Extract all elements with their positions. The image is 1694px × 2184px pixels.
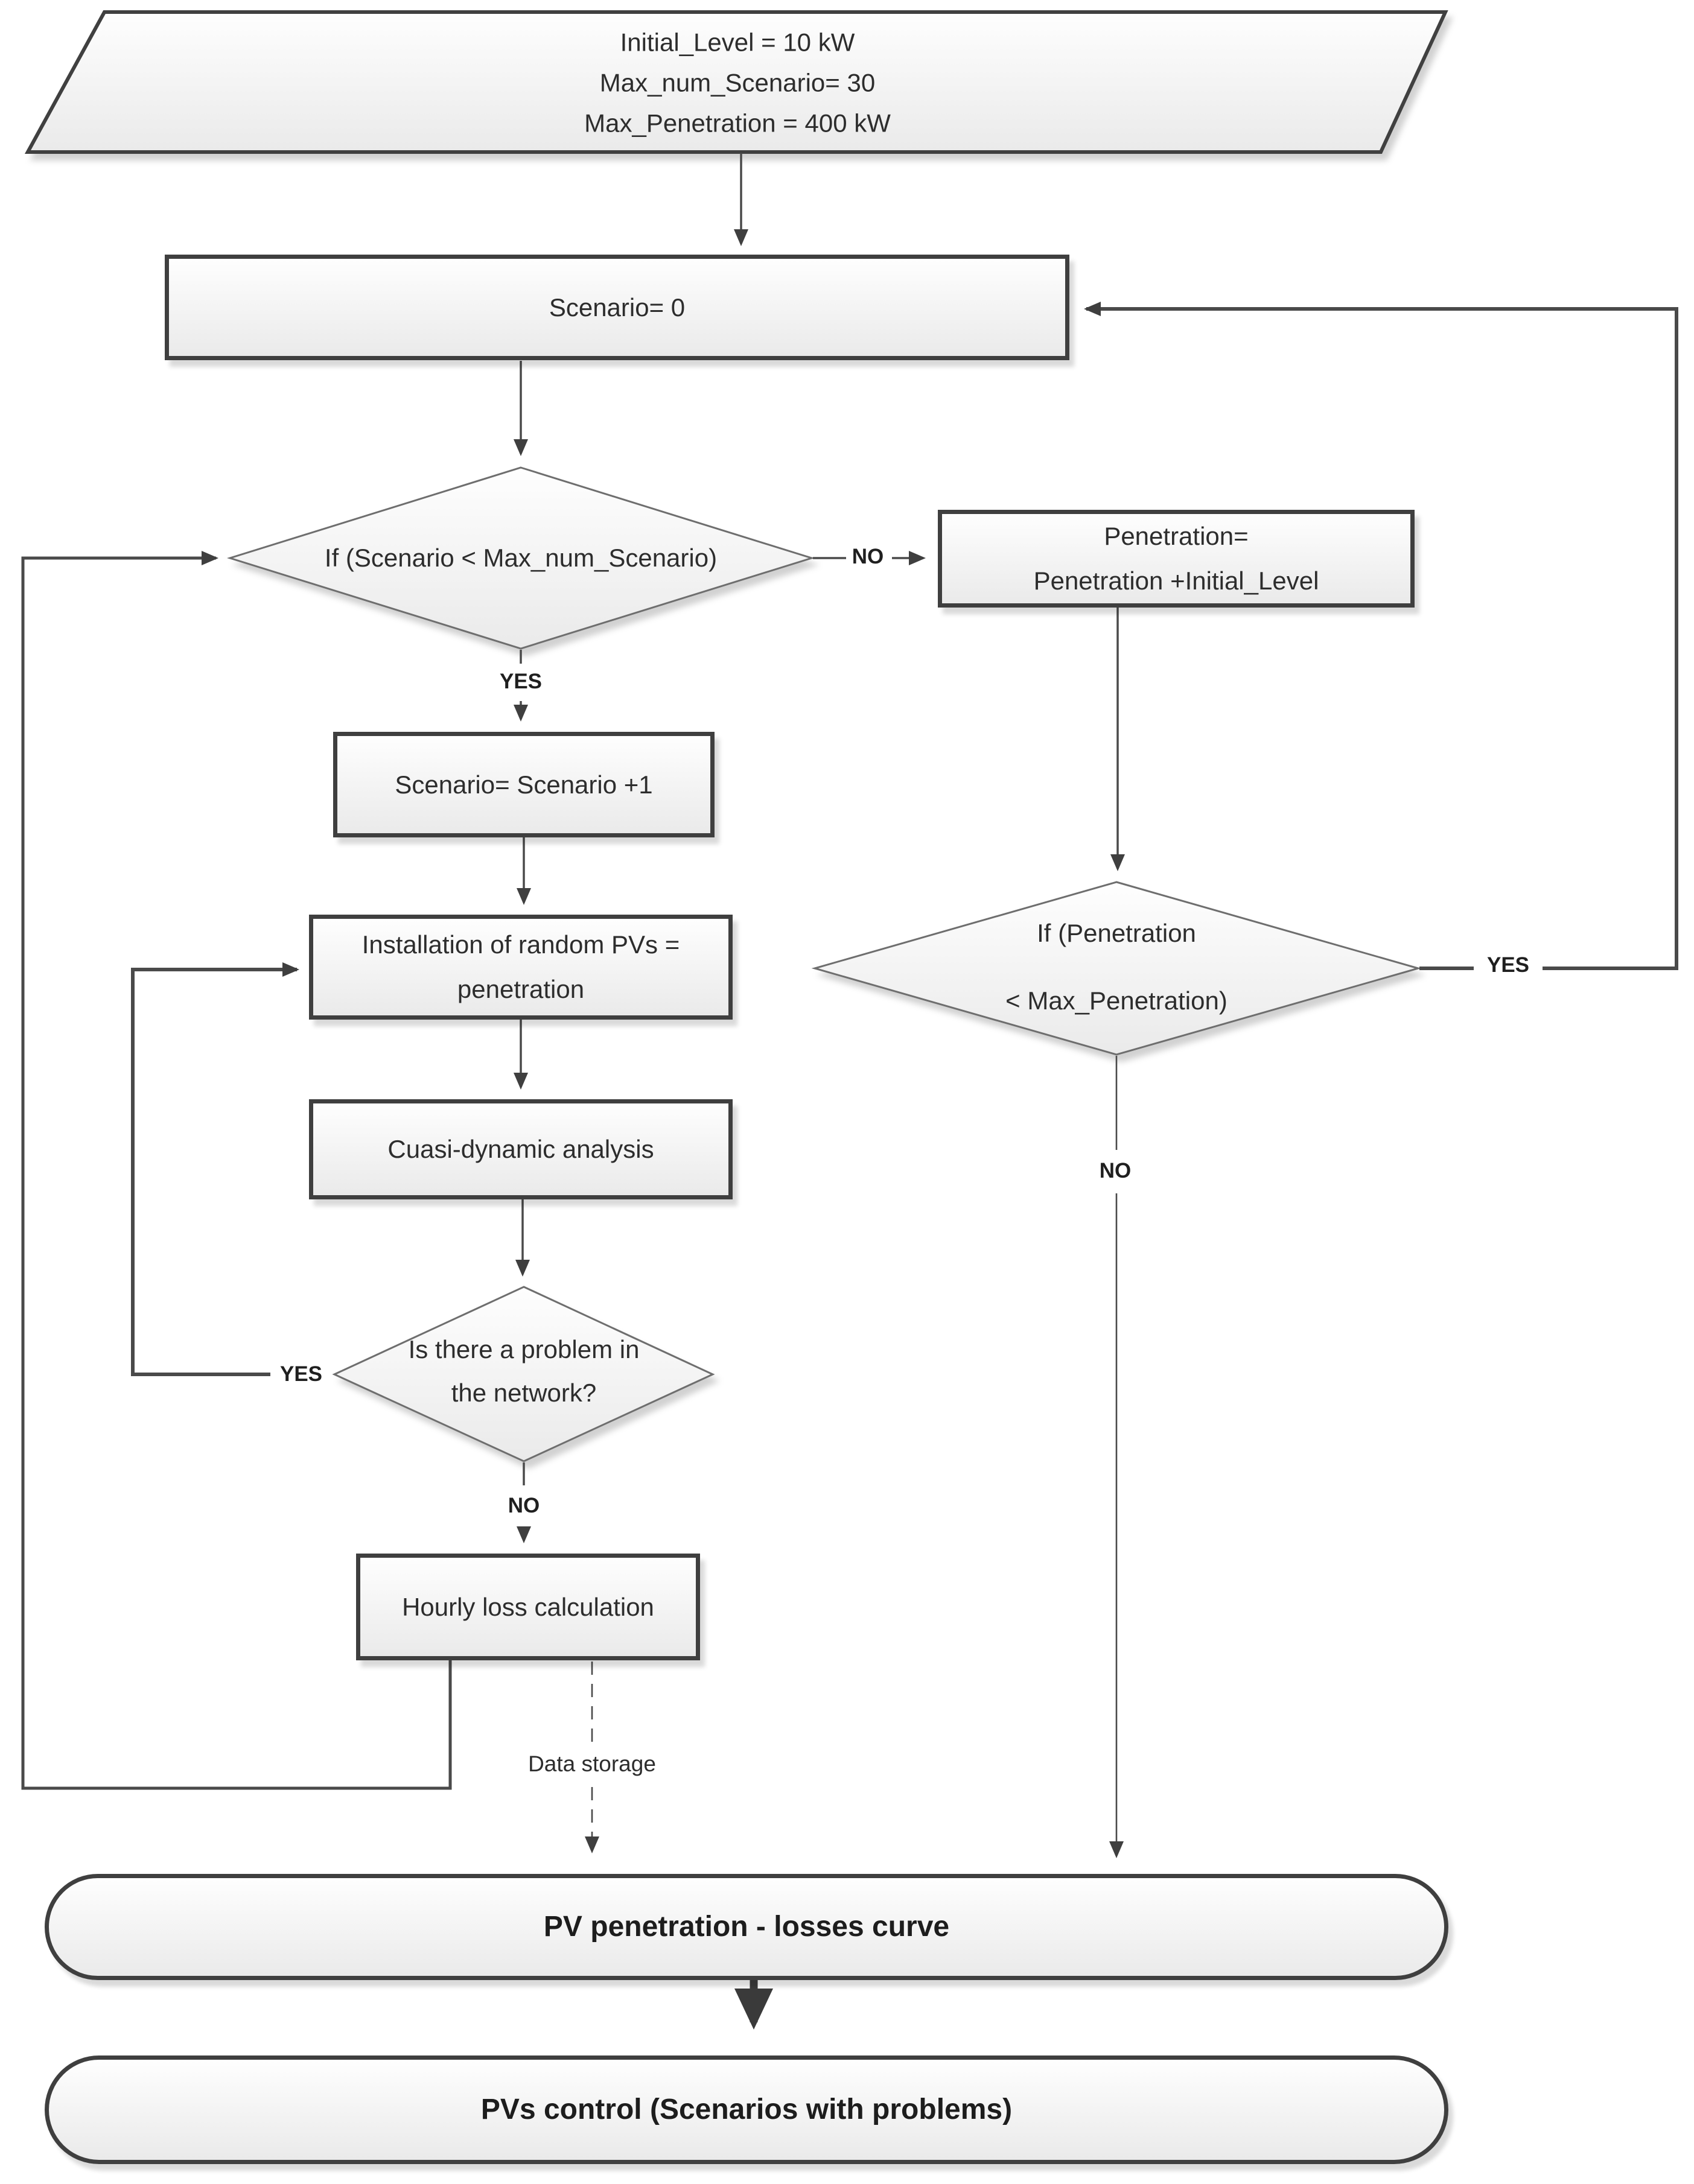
penetration-update-line-1: Penetration= [1104,522,1249,550]
penetration-update-line-2: Penetration +Initial_Level [1033,567,1319,595]
decision-network-problem-diamond [332,1286,715,1462]
init-line-2: Max_num_Scenario= 30 [599,68,876,97]
connector-loss-loop-to-scenario-check [21,551,452,1790]
pv-installation-box: Installation of random PVs = penetration [309,915,733,1020]
scenario-increment-box: Scenario= Scenario +1 [333,732,715,837]
data-storage-label: Data storage [528,1751,656,1776]
result-control-terminator: PVs control (Scenarios with problems) [45,2055,1448,2164]
loss-calc-box: Hourly loss calculation [356,1554,700,1660]
init-line-1: Initial_Level = 10 kW [620,28,855,57]
decision-scenario-diamond [226,466,815,650]
decision-penetration-text: If (Penetration < Max_Penetration) [1005,900,1228,1035]
pv-installation-line-2: penetration [457,975,585,1003]
start-node-text: Initial_Level = 10 kW Max_num_Scenario= … [584,22,891,144]
penetration-update-box: Penetration= Penetration +Initial_Level [938,510,1415,608]
scenario-zero-label: Scenario= 0 [549,293,686,322]
scenario-increment-label: Scenario= Scenario +1 [395,770,653,799]
network-problem-no-label: NO [508,1494,540,1517]
scenario-zero-box: Scenario= 0 [165,255,1069,360]
pv-installation-line-1: Installation of random PVs = [361,930,680,959]
start-parallelogram [24,10,1448,154]
decision-penetration-line-1: If (Penetration [1037,919,1196,947]
scenario-check-yes-label: YES [499,670,543,693]
loss-calc-label: Hourly loss calculation [402,1592,654,1621]
decision-scenario-text: If (Scenario < Max_num_Scenario) [324,544,718,572]
penetration-check-yes-label: YES [1486,953,1530,977]
analysis-box: Cuasi-dynamic analysis [309,1099,733,1199]
connector-penetration-yes-loop [1084,302,1678,970]
scenario-check-no-label: NO [852,545,884,568]
decision-penetration-line-2: < Max_Penetration) [1005,986,1228,1015]
analysis-label: Cuasi-dynamic analysis [387,1135,654,1163]
result-curve-label: PV penetration - losses curve [543,1911,950,1943]
network-problem-yes-label: YES [279,1362,323,1386]
decision-penetration-diamond [811,881,1422,1056]
init-line-3: Max_Penetration = 400 kW [584,109,891,138]
result-control-label: PVs control (Scenarios with problems) [480,2094,1013,2125]
decision-network-problem-text: Is there a problem in the network? [409,1328,640,1415]
network-problem-line-2: the network? [451,1379,597,1407]
connector-problem-yes-loop [131,962,299,1376]
result-curve-terminator: PV penetration - losses curve [45,1874,1448,1980]
penetration-check-no-label: NO [1099,1159,1132,1182]
network-problem-line-1: Is there a problem in [408,1335,640,1363]
